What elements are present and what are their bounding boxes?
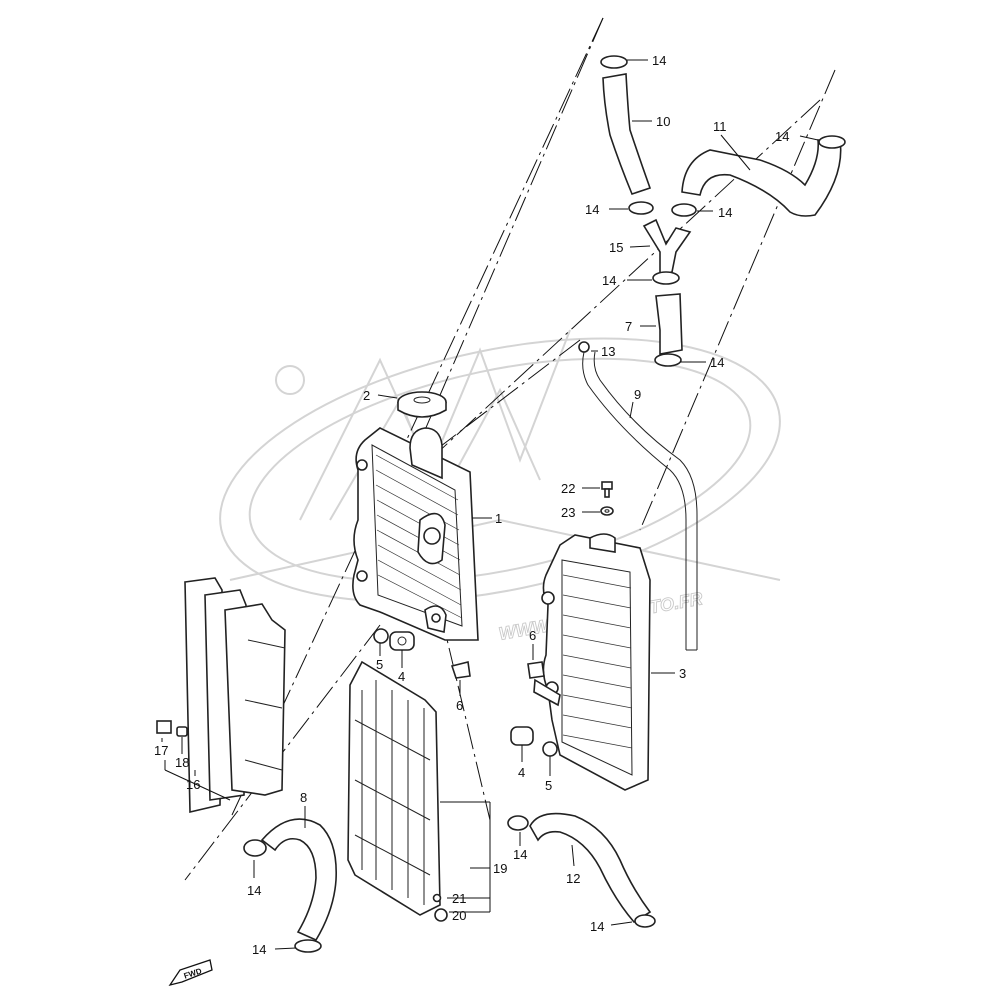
part-label: 14	[585, 202, 599, 217]
part-label: 5	[545, 778, 552, 793]
hose-8	[260, 818, 337, 942]
hose-10	[602, 73, 652, 195]
part-label: 14	[718, 205, 732, 220]
part-label: 2	[363, 388, 370, 403]
part-label: 14	[252, 942, 266, 957]
part-label: 21	[452, 891, 466, 906]
radiator-shroud-16	[184, 577, 286, 814]
part-label: 14	[602, 273, 616, 288]
part-label: 14	[710, 355, 724, 370]
part-label: 4	[398, 669, 405, 684]
part-label: 23	[561, 505, 575, 520]
part-label: 9	[634, 387, 641, 402]
hose-12	[529, 812, 652, 924]
part-label: 15	[609, 240, 623, 255]
part-label: 18	[175, 755, 189, 770]
hose-11	[681, 139, 842, 217]
y-fitting-15	[642, 218, 692, 275]
washer-23	[600, 506, 614, 516]
clip-13	[578, 341, 590, 353]
radiator-guard-19	[347, 660, 441, 916]
fastener-17	[156, 720, 172, 734]
part-label: 4	[518, 765, 525, 780]
part-label: 19	[493, 861, 507, 876]
part-label: 1	[495, 511, 502, 526]
part-label: 5	[376, 657, 383, 672]
part-label: 14	[247, 883, 261, 898]
part-label: 14	[775, 129, 789, 144]
part-label: 3	[679, 666, 686, 681]
part-label: 20	[452, 908, 466, 923]
part-labels: 1 2 3 4 4 5 5 6 6 7 8 9 10 11 12 13 14 1…	[154, 53, 789, 957]
leader-lines	[161, 59, 819, 950]
part-label: 13	[601, 344, 615, 359]
part-label: 14	[590, 919, 604, 934]
part-label: 7	[625, 319, 632, 334]
hose-7	[655, 293, 683, 355]
part-label: 10	[656, 114, 670, 129]
watermark-logo: WWW.ATOMICMOTO.FR moto	[219, 329, 781, 644]
nut-20	[434, 908, 448, 922]
left-radiator	[352, 427, 479, 641]
part-label: 14	[513, 847, 527, 862]
part-label: 12	[566, 871, 580, 886]
part-label: 11	[713, 119, 727, 134]
bolt-22	[601, 481, 613, 498]
mount-hardware-left	[373, 628, 471, 679]
forward-direction-badge: FWD	[168, 959, 213, 987]
screw-21	[432, 893, 442, 903]
right-radiator	[533, 533, 651, 791]
nut-18	[176, 726, 188, 737]
part-label: 8	[300, 790, 307, 805]
part-label: 16	[186, 777, 200, 792]
part-label: 17	[154, 743, 168, 758]
part-label: 22	[561, 481, 575, 496]
clamp-set-14	[243, 55, 846, 953]
part-label: 6	[456, 698, 463, 713]
part-label: 14	[652, 53, 666, 68]
radiator-cap	[397, 391, 447, 418]
part-label: 6	[529, 628, 536, 643]
hose-9	[582, 351, 698, 651]
